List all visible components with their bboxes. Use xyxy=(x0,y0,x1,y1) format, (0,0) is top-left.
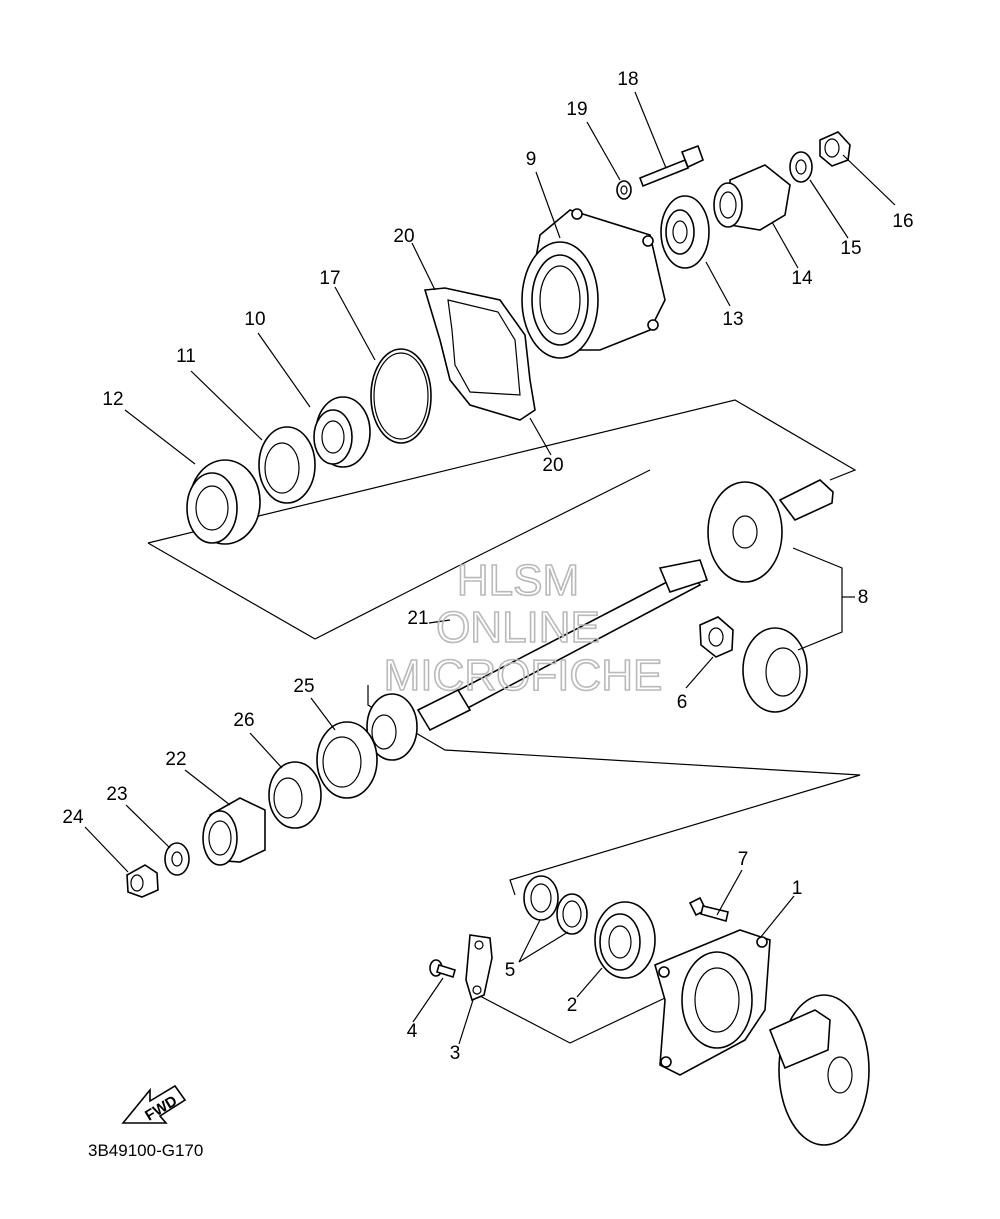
ring-gear xyxy=(768,994,870,1146)
callout-25: 25 xyxy=(293,676,314,697)
callout-13: 13 xyxy=(722,309,743,330)
callout-9: 9 xyxy=(526,149,537,170)
assembly-frame-upper xyxy=(147,542,471,640)
fwd-arrow: FWD xyxy=(121,1084,187,1125)
callout-20-bottom: 20 xyxy=(542,455,563,476)
assembly-frame-upper-right xyxy=(469,469,651,561)
callout-22: 22 xyxy=(165,749,186,770)
screw-part-4 xyxy=(429,959,456,979)
housing-part-1 xyxy=(654,929,771,1076)
watermark-line-2: ONLINE xyxy=(436,603,600,652)
nut-part-24 xyxy=(126,864,159,898)
watermark-line-3: MICROFICHE xyxy=(384,651,663,700)
leader-lines xyxy=(84,91,896,1045)
callout-24: 24 xyxy=(62,807,84,828)
coupling-part-14 xyxy=(713,164,791,231)
bolt-part-18 xyxy=(638,144,704,188)
callout-1: 1 xyxy=(792,878,803,899)
callout-10: 10 xyxy=(244,309,265,330)
coupling-part-22 xyxy=(202,797,266,866)
assembly-frame-top xyxy=(147,399,857,544)
callout-14: 14 xyxy=(791,268,813,289)
shaft-part-21 xyxy=(416,559,709,732)
shims-part-5 xyxy=(523,875,588,935)
diagram-code: 3B49100-G170 xyxy=(88,1141,203,1160)
washer-part-19 xyxy=(616,180,632,200)
assembly-frame-lower xyxy=(477,994,666,1044)
callout-11: 11 xyxy=(176,346,196,367)
bearing-part-13 xyxy=(660,195,710,269)
washer-part-23 xyxy=(164,842,190,876)
bolt-part-7 xyxy=(688,896,729,922)
callout-labels: 18 19 9 16 15 14 13 20 17 10 11 12 20 8 … xyxy=(62,69,913,1064)
callout-18: 18 xyxy=(617,69,638,90)
callout-4: 4 xyxy=(407,1021,418,1042)
sleeve-part-25 xyxy=(316,693,418,799)
oring-part-17 xyxy=(370,348,432,444)
callout-17: 17 xyxy=(319,268,340,289)
callout-8: 8 xyxy=(858,587,869,608)
plate-part-3 xyxy=(465,934,493,1002)
bearing-part-10 xyxy=(313,396,371,468)
washer-part-15 xyxy=(789,151,813,183)
callout-5: 5 xyxy=(505,960,516,981)
bearing-part-2 xyxy=(594,901,656,979)
callout-20-top: 20 xyxy=(393,226,414,247)
callout-6: 6 xyxy=(677,692,688,713)
seal-part-26 xyxy=(268,761,322,829)
bearing-part-12 xyxy=(186,459,261,545)
callout-23: 23 xyxy=(106,784,127,805)
callout-3: 3 xyxy=(450,1043,461,1064)
callout-16: 16 xyxy=(892,211,913,232)
watermark: HLSM ONLINE MICROFICHE xyxy=(383,555,663,701)
gear-set-part-8 xyxy=(707,479,834,713)
callout-12: 12 xyxy=(102,389,123,410)
nut-part-6 xyxy=(699,616,734,658)
nut-part-16 xyxy=(819,131,851,167)
callout-26: 26 xyxy=(233,710,254,731)
callout-15: 15 xyxy=(840,238,861,259)
assembly-frame-middle xyxy=(367,685,861,896)
callout-2: 2 xyxy=(567,995,578,1016)
callout-21: 21 xyxy=(407,608,428,629)
gasket-part-20 xyxy=(423,287,536,421)
callout-7: 7 xyxy=(738,849,749,870)
callout-19: 19 xyxy=(566,99,587,120)
ring-part-11 xyxy=(258,426,316,504)
watermark-line-1: HLSM xyxy=(457,556,579,605)
housing-part-9 xyxy=(521,208,666,359)
